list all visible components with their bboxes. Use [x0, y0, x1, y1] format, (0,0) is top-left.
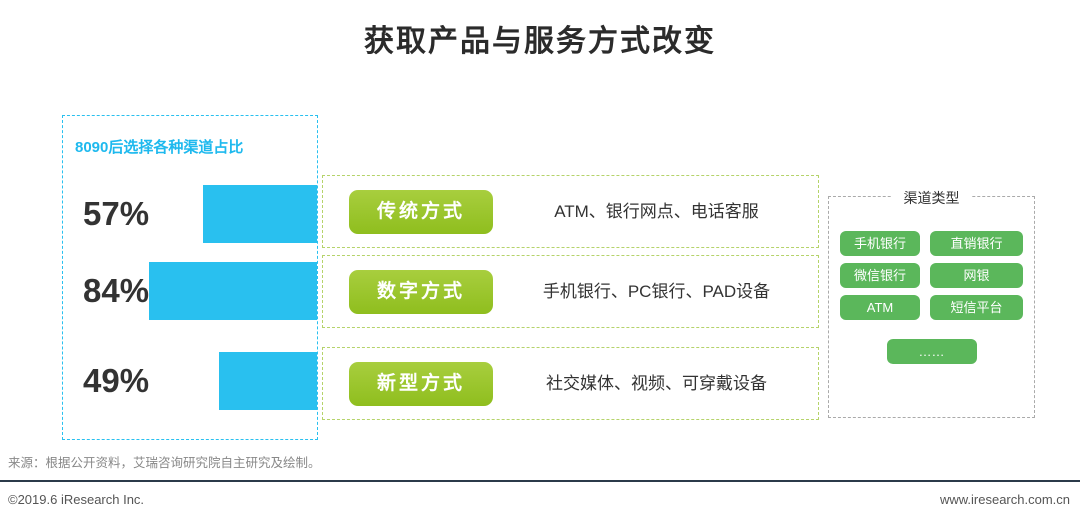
source-note: 来源：根据公开资料，艾瑞咨询研究院自主研究及绘制。 [8, 456, 321, 470]
channel-btn-direct-bank: 直销银行 [930, 231, 1023, 256]
channel-type-grid: 手机银行 直销银行 微信银行 网银 ATM 短信平台 …… [829, 231, 1034, 364]
bar-row-new: 49% [63, 352, 317, 410]
page-title: 获取产品与服务方式改变 [364, 25, 716, 58]
method-pill-digital: 数字方式 [349, 270, 493, 314]
percent-label-traditional: 57% [83, 195, 150, 232]
channel-btn-sms-platform: 短信平台 [930, 295, 1023, 320]
bar-traditional [203, 185, 317, 243]
bar-digital [149, 262, 317, 320]
method-desc-digital: 手机银行、PC银行、PAD设备 [542, 282, 771, 301]
bar-row-traditional: 57% [63, 185, 317, 243]
website-link[interactable]: www.iresearch.com.cn [939, 492, 1070, 507]
channel-btn-mobile-bank: 手机银行 [840, 231, 920, 256]
copyright-text: ©2019.6 iResearch Inc. [8, 492, 145, 507]
channel-btn-online-bank: 网银 [930, 263, 1023, 288]
channel-share-panel: 8090后选择各种渠道占比 57% 84% 49% [62, 115, 318, 440]
channel-btn-atm: ATM [840, 295, 920, 320]
method-box-traditional: 传统方式 ATM、银行网点、电话客服 [322, 175, 819, 248]
channel-row-1: 手机银行 直销银行 [840, 231, 1023, 256]
footer-divider [0, 480, 1080, 482]
method-box-digital: 数字方式 手机银行、PC银行、PAD设备 [322, 255, 819, 328]
channel-btn-more: …… [886, 339, 977, 364]
channel-btn-wechat-bank: 微信银行 [840, 263, 920, 288]
channel-row-3: ATM 短信平台 [840, 295, 1023, 320]
method-desc-traditional: ATM、银行网点、电话客服 [554, 202, 759, 221]
method-box-new: 新型方式 社交媒体、视频、可穿戴设备 [322, 347, 819, 420]
channel-row-2: 微信银行 网银 [840, 263, 1023, 288]
channel-type-panel: 渠道类型 手机银行 直销银行 微信银行 网银 ATM 短信平台 …… [828, 188, 1035, 418]
method-pill-traditional: 传统方式 [349, 190, 493, 234]
bar-row-digital: 84% [63, 262, 317, 320]
channel-type-title: 渠道类型 [891, 188, 972, 208]
channel-share-label: 8090后选择各种渠道占比 [75, 139, 244, 156]
method-desc-new: 社交媒体、视频、可穿戴设备 [546, 374, 767, 393]
percent-label-digital: 84% [83, 272, 150, 309]
bar-new [219, 352, 317, 410]
method-pill-new: 新型方式 [349, 362, 493, 406]
percent-label-new: 49% [83, 362, 150, 399]
